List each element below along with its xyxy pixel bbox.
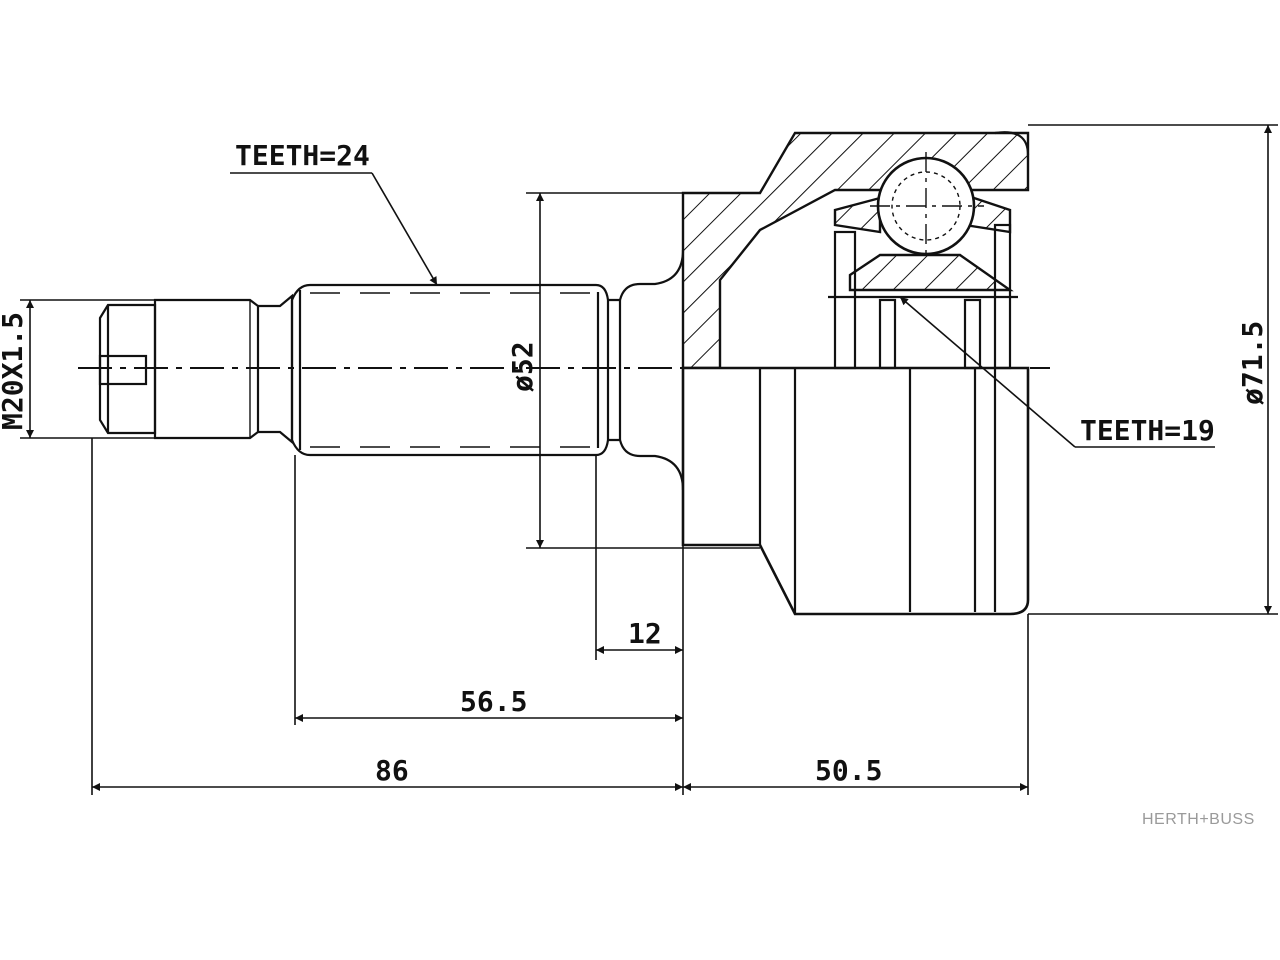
housing-diameter-label: ø71.5 — [1236, 321, 1269, 405]
dim-50-5-label: 50.5 — [815, 754, 882, 787]
leader-teeth-19 — [899, 296, 1215, 448]
extension-lines — [20, 124, 1278, 795]
dim-12-label: 12 — [628, 617, 662, 650]
dim-56-5-label: 56.5 — [460, 685, 527, 718]
brand-logo: HERTH+BUSS — [1142, 811, 1255, 828]
splined-shaft — [290, 249, 685, 491]
teeth-24-label: TEETH=24 — [235, 139, 370, 172]
inner-race — [828, 193, 1018, 370]
thread-label: M20X1.5 — [0, 312, 29, 430]
shaft-diameter-label: ø52 — [506, 341, 539, 392]
dim-86-label: 86 — [375, 754, 409, 787]
teeth-19-label: TEETH=19 — [1080, 414, 1215, 447]
ball-bearing — [870, 152, 984, 260]
dimension-lines — [26, 125, 1272, 791]
leader-teeth-24 — [230, 172, 438, 286]
